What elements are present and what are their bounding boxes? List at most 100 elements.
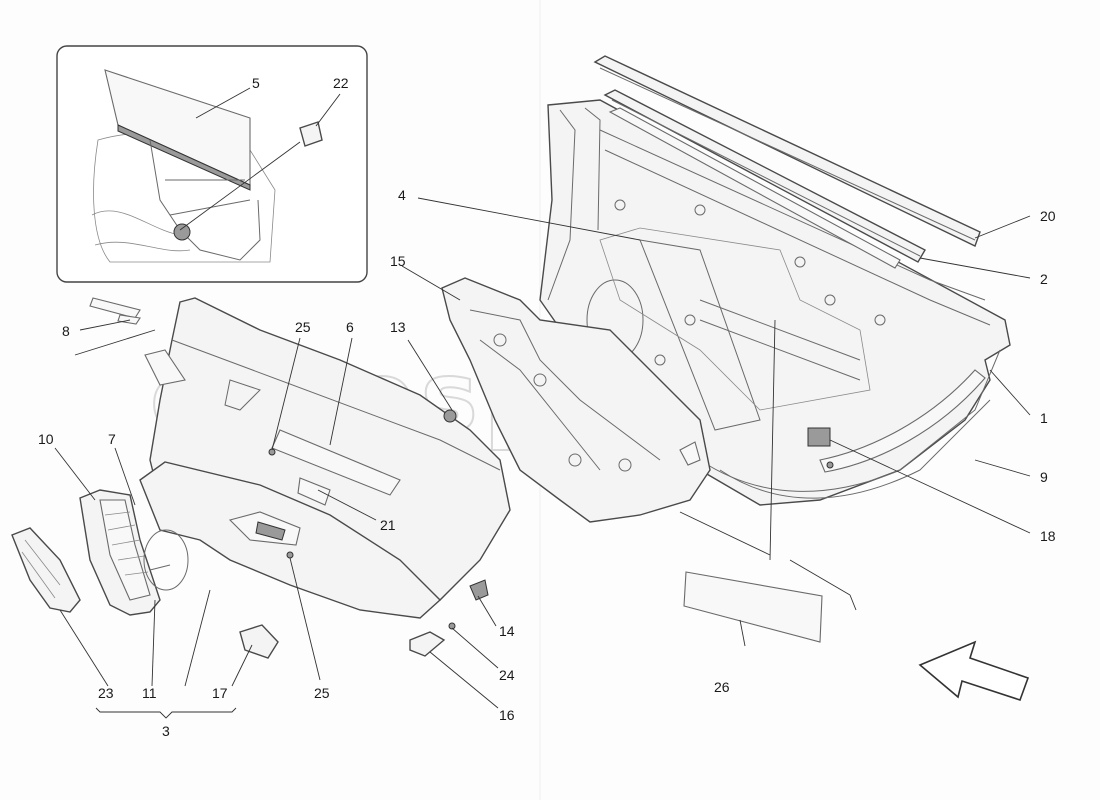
carrier-rib <box>469 309 661 461</box>
carrier-hole <box>618 458 632 472</box>
shell-hole <box>694 204 706 216</box>
callout-20: 20 <box>1040 208 1056 224</box>
tweeter-cover <box>144 349 186 386</box>
callout-23: 23 <box>98 685 114 701</box>
regulator-motor <box>173 223 191 241</box>
leader-23 <box>59 609 109 687</box>
strip-2-groove <box>611 99 921 257</box>
shell-hole <box>824 294 836 306</box>
screw-part-24 <box>448 622 456 630</box>
clip-part-13 <box>443 409 457 423</box>
door-latch-part-18 <box>807 427 831 447</box>
trim-strip-part-8 <box>89 297 141 319</box>
callout-7: 7 <box>108 431 116 447</box>
leader-11 <box>151 599 156 687</box>
panel-carrier-part-15 <box>441 277 711 523</box>
screw-25b <box>286 551 294 559</box>
window-strips <box>593 55 981 269</box>
door-belt-line <box>599 129 986 301</box>
glass-bottom-channel <box>117 124 251 191</box>
callout-4: 4 <box>398 187 406 203</box>
callout-16: 16 <box>499 707 515 723</box>
callout-18: 18 <box>1040 528 1056 544</box>
leader-26-c <box>849 594 857 611</box>
callout-labels: 20 2 1 9 18 4 15 13 6 25 21 25 14 24 16 … <box>38 187 1056 739</box>
leader-15 <box>401 265 461 301</box>
inset-detail: 5 22 <box>56 45 368 283</box>
speaker-ring-part-11 <box>143 529 189 591</box>
callout-25-bottom: 25 <box>314 685 330 701</box>
leader-8b <box>74 329 156 356</box>
callout-5: 5 <box>252 75 260 91</box>
callout-1: 1 <box>1040 410 1048 426</box>
leader-5 <box>195 87 251 119</box>
callout-10: 10 <box>38 431 54 447</box>
callout-13: 13 <box>390 319 406 335</box>
leader-6 <box>329 337 353 446</box>
leader-13 <box>407 339 453 411</box>
leader-9 <box>974 459 1031 477</box>
callout-22: 22 <box>333 75 349 91</box>
callout-26: 26 <box>714 679 730 695</box>
cover-part-17 <box>239 624 279 659</box>
callout-17: 17 <box>212 685 228 701</box>
bracket-3 <box>95 707 237 719</box>
panel-carrier-assembly <box>441 277 711 523</box>
leader-7 <box>114 447 136 506</box>
door-frame-pillar-inner <box>584 107 601 231</box>
leader-25b <box>289 557 321 681</box>
inner-belt-strip-part-2 <box>603 89 926 263</box>
callout-21: 21 <box>380 517 396 533</box>
leader-26 <box>739 619 746 647</box>
handle-grip-part-7 <box>99 499 151 601</box>
carrier-tab <box>679 441 701 466</box>
door-trim-panel-assembly <box>139 297 511 619</box>
leader-1 <box>989 369 1031 416</box>
leader-22 <box>315 93 341 127</box>
door-frame-pillar <box>547 109 576 301</box>
leader-26-a <box>679 511 771 556</box>
leader-17 <box>231 644 253 687</box>
leader-8 <box>79 319 131 331</box>
carrier-hole <box>493 333 507 347</box>
shell-hole <box>874 314 886 326</box>
leader-10 <box>54 447 96 501</box>
door-bottom-rim-2 <box>719 399 991 499</box>
callout-2: 2 <box>1040 271 1048 287</box>
leader-18 <box>829 439 1031 534</box>
lower-seal-part-9 <box>819 369 986 473</box>
inset-door-contour <box>91 210 191 252</box>
shell-hole <box>654 354 666 366</box>
armrest-trim <box>271 429 401 496</box>
window-regulator-cable <box>149 139 261 261</box>
leader-24 <box>451 627 499 669</box>
callout-25-top: 25 <box>295 319 311 335</box>
inner-belt-strip-lower <box>608 107 901 269</box>
trim-window-corner <box>224 379 261 411</box>
carrier-hole <box>568 453 582 467</box>
leader-20 <box>974 215 1031 239</box>
direction-arrow <box>918 640 1030 702</box>
carrier-hole <box>533 373 547 387</box>
strip-20-groove <box>599 67 976 241</box>
callout-11: 11 <box>142 685 157 701</box>
leader-21 <box>317 489 377 521</box>
label-26-group <box>683 571 823 643</box>
leader-25a <box>271 337 301 451</box>
callout-15: 15 <box>390 253 406 269</box>
leader-lines <box>54 197 1031 719</box>
cover-part-16 <box>409 631 446 657</box>
trim-strip-8-clip <box>117 314 141 325</box>
shell-hole <box>794 256 806 268</box>
trim-top-edge <box>171 339 501 471</box>
handle-knurl <box>104 511 149 576</box>
membrane-part-4 <box>599 227 871 411</box>
callout-24: 24 <box>499 667 515 683</box>
leader-inset <box>179 141 301 231</box>
leader-14 <box>477 595 497 627</box>
leader-26-ref <box>769 319 776 561</box>
window-switch <box>255 521 286 541</box>
leader-2 <box>919 257 1031 279</box>
